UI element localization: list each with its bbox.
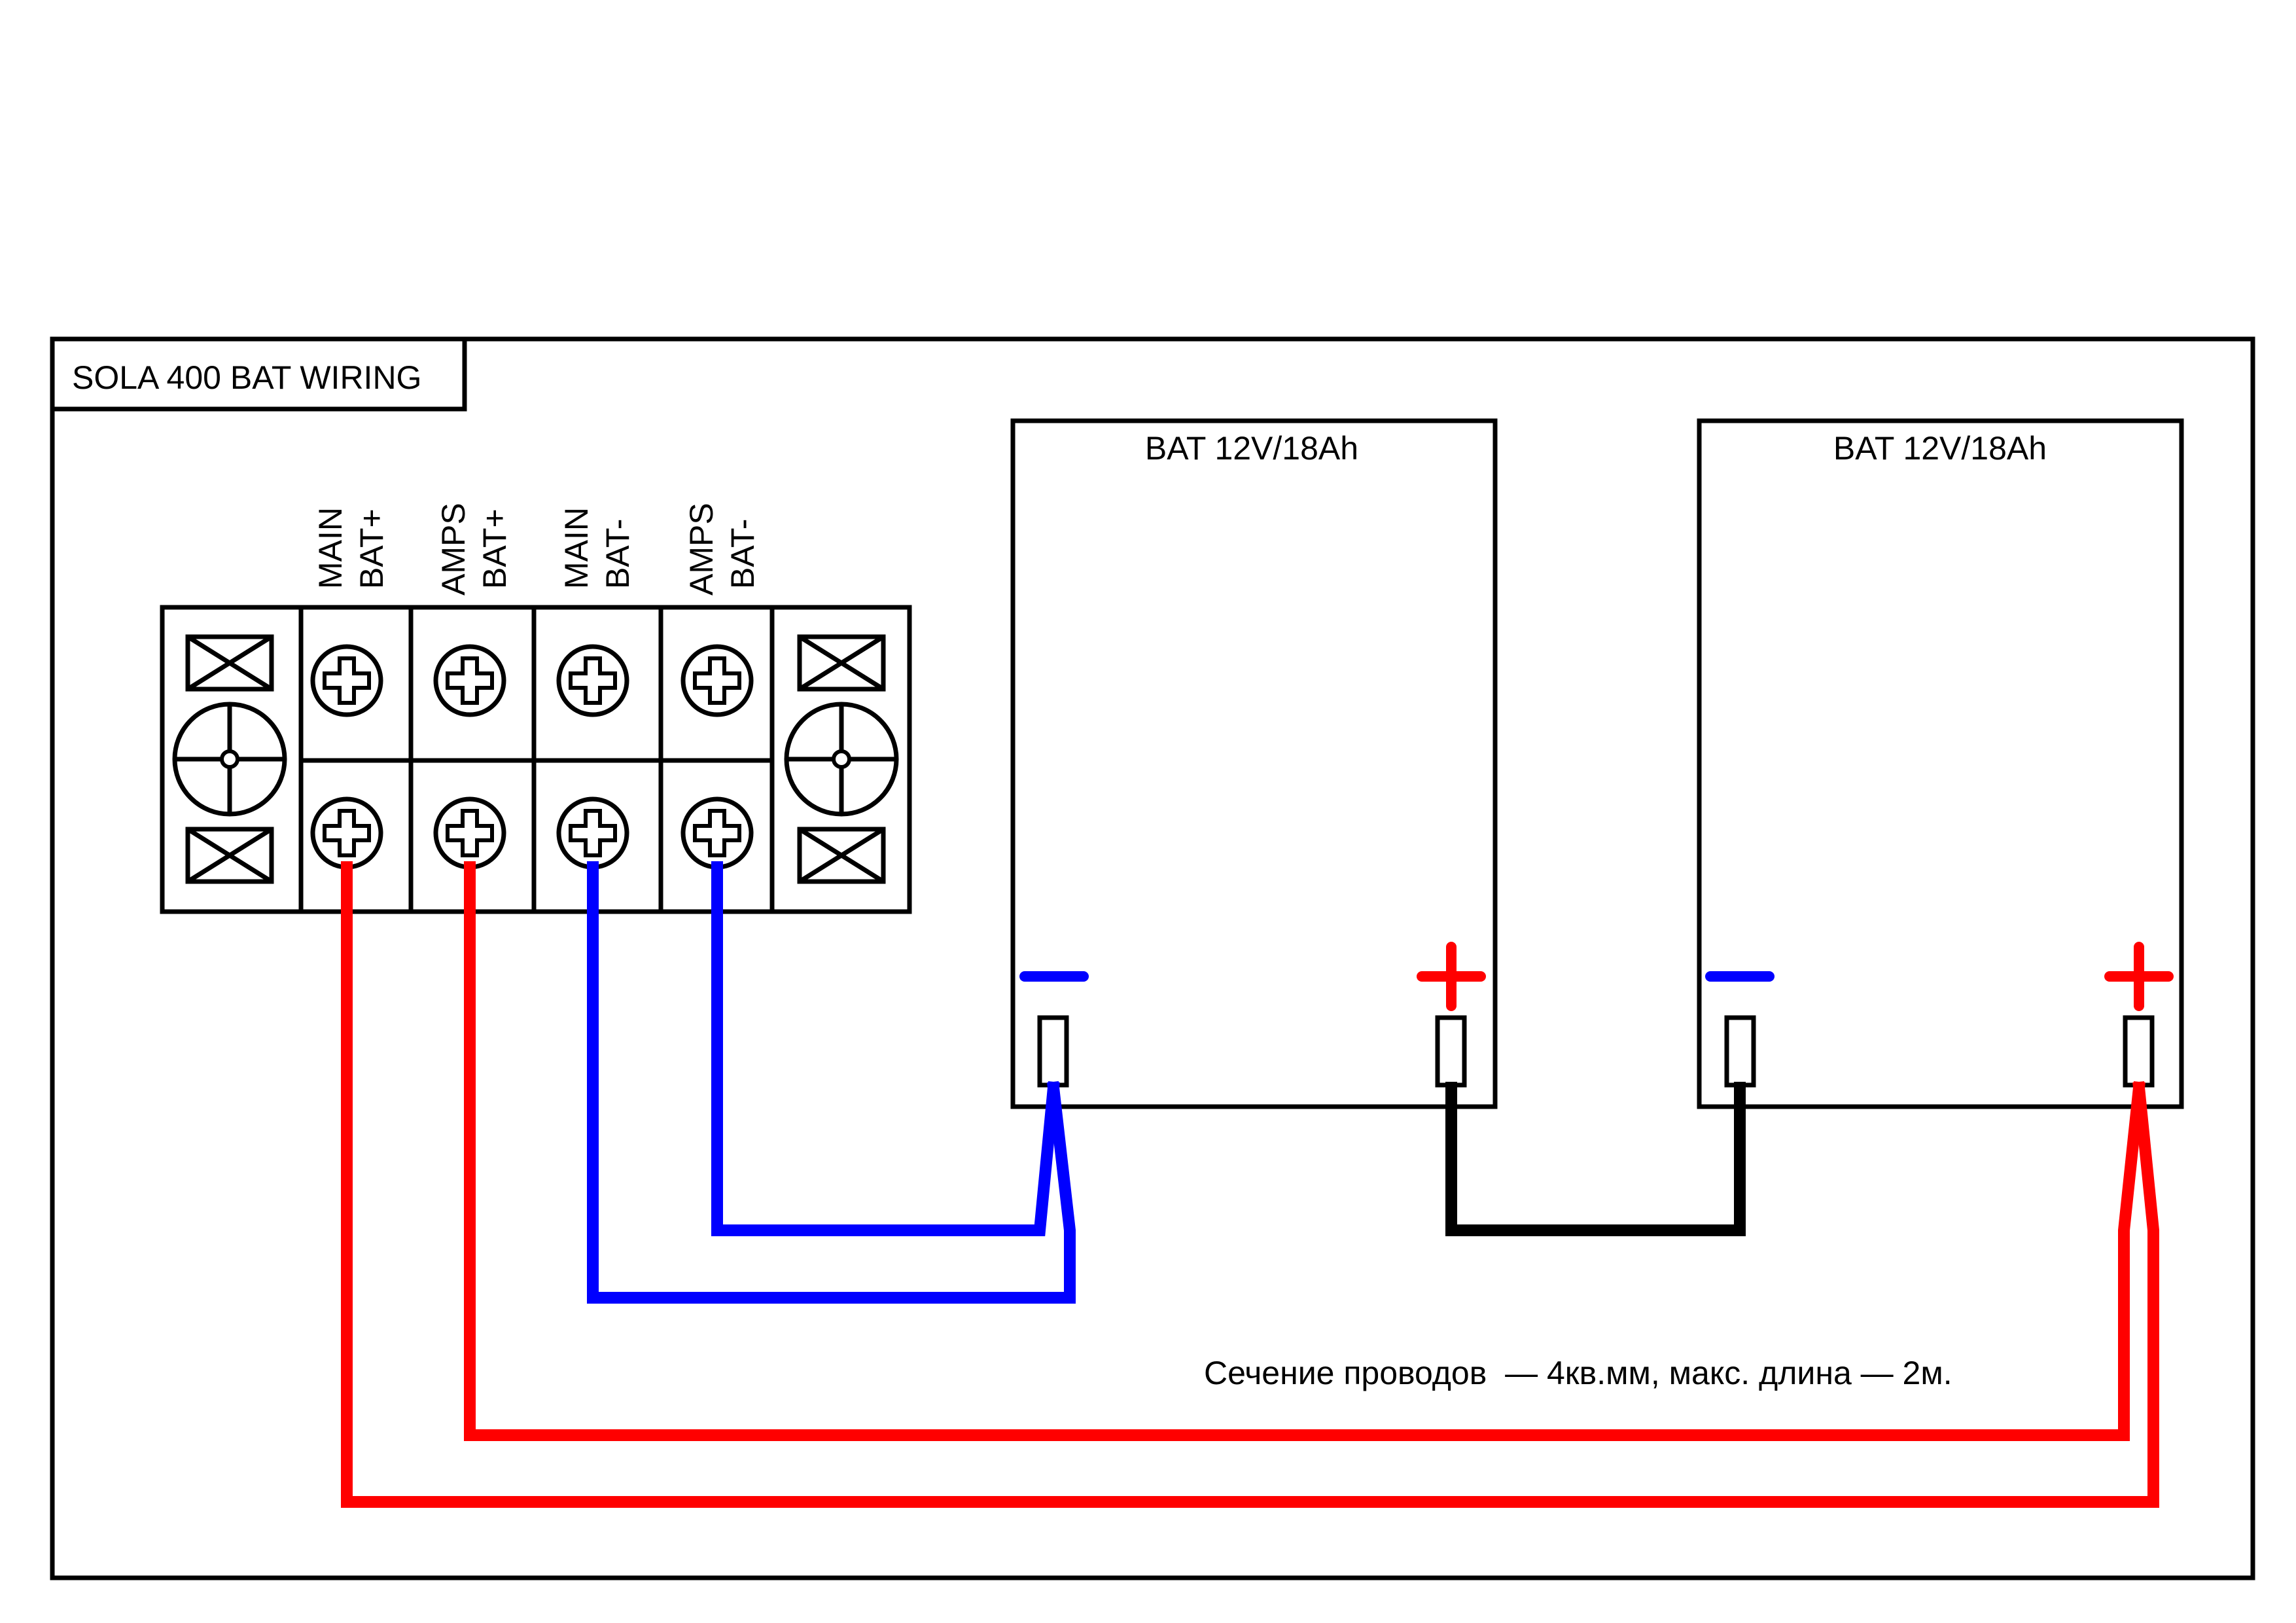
title-box <box>52 339 467 412</box>
terminal-screw-top-2 <box>433 644 506 717</box>
terminal-screw-bottom-2 <box>433 796 506 870</box>
terminal-block <box>160 605 912 914</box>
wire-amps-bat-pos <box>464 861 2146 1441</box>
mount-right <box>784 634 899 884</box>
terminal-screw-top-1 <box>310 644 383 717</box>
terminal-screw-bottom-1 <box>310 796 383 870</box>
terminal-screw-bottom-3 <box>556 796 629 870</box>
battery-2-label: BAT 12V/18Ah <box>1833 430 2047 467</box>
battery-2-plus-sign <box>2104 942 2174 1011</box>
battery-2-neg-terminal <box>1724 1015 1756 1088</box>
wire-amps-bat-neg <box>711 861 1060 1236</box>
terminal-screw-top-4 <box>680 644 754 717</box>
terminal-2-line2: BAT+ <box>476 508 513 589</box>
terminal-1-line1: MAIN <box>312 507 349 589</box>
terminal-4-line2: BAT- <box>724 519 761 589</box>
mount-left <box>172 634 287 884</box>
terminal-3-line2: BAT- <box>599 519 636 589</box>
terminal-4-line1: AMPS <box>683 503 720 596</box>
terminal-screw-bottom-4 <box>680 796 754 870</box>
battery-1-label: BAT 12V/18Ah <box>1145 430 1358 467</box>
terminal-1-line2: BAT+ <box>353 508 390 589</box>
battery-2-pos-terminal <box>2123 1015 2155 1088</box>
terminal-3-line1: MAIN <box>558 507 595 589</box>
wire-main-bat-pos <box>341 861 2159 1508</box>
battery-2: BAT 12V/18Ah <box>1697 418 2184 1109</box>
terminal-labels: MAIN BAT+ AMPS BAT+ MAIN BAT- AMPS BAT- <box>312 503 761 596</box>
battery-1-pos-terminal <box>1435 1015 1467 1088</box>
terminal-screw-top-3 <box>556 644 629 717</box>
diagram-title: SOLA 400 BAT WIRING <box>72 359 421 396</box>
wire-main-bat-neg <box>587 861 1076 1304</box>
wires <box>341 861 2159 1508</box>
wire-spec-note: Сечение проводов — 4кв.мм, макс. длина —… <box>1204 1355 1952 1391</box>
battery-1: BAT 12V/18Ah <box>1010 418 1498 1109</box>
battery-1-body <box>1010 418 1498 1109</box>
wire-battery-link <box>1445 1082 1746 1236</box>
terminal-2-line1: AMPS <box>435 503 472 596</box>
battery-1-plus-sign <box>1417 942 1486 1011</box>
outer-frame <box>50 336 2255 1580</box>
battery-1-neg-terminal <box>1037 1015 1069 1088</box>
battery-2-body <box>1697 418 2184 1109</box>
